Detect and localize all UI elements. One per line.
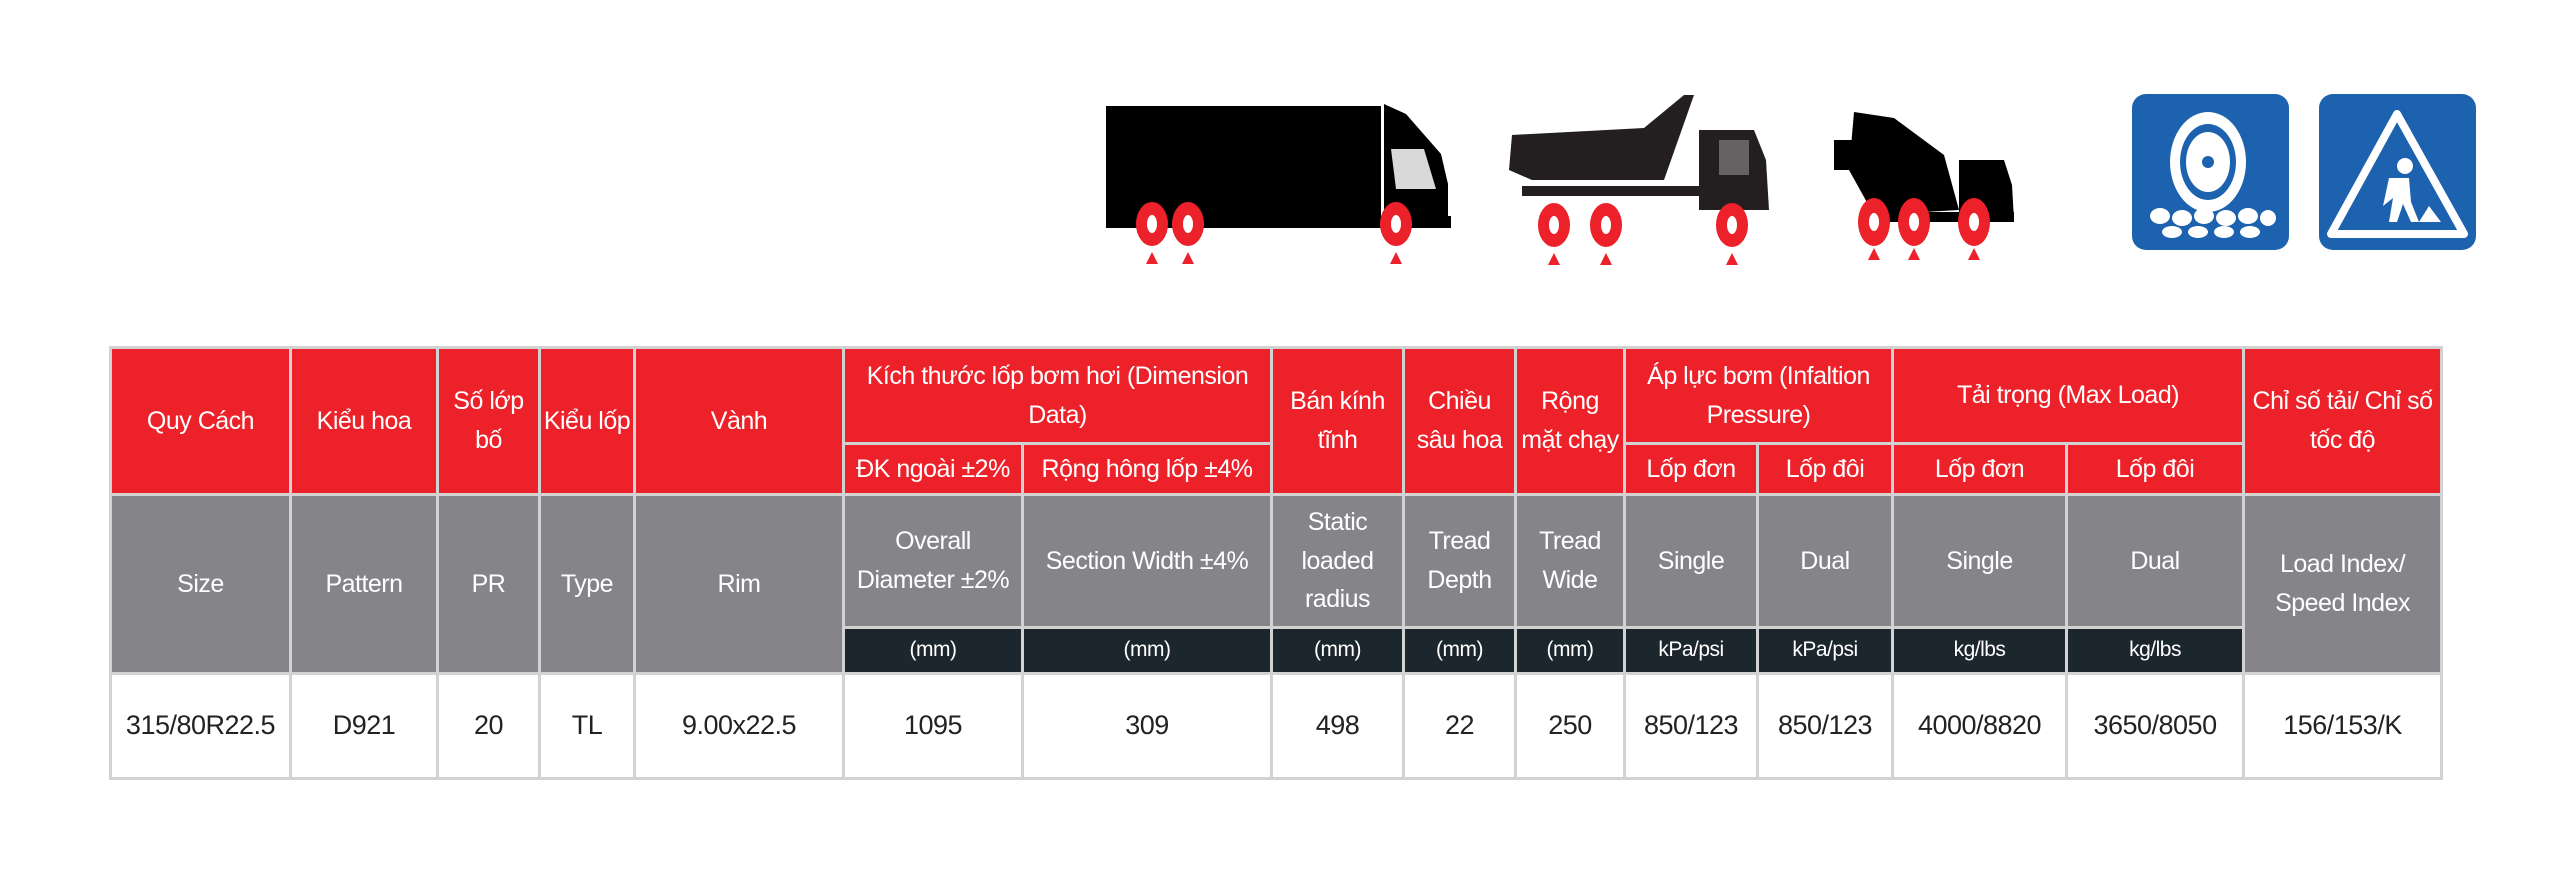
mixer-truck-icon bbox=[1834, 112, 2014, 260]
header-dimension-vi: Kích thước lốp bơm hơi (Dimension Data) bbox=[841, 346, 1274, 445]
header-sw-en: Section Width ±4% bbox=[1020, 493, 1274, 629]
header-pressure-single-en: Single bbox=[1623, 493, 1760, 629]
cell-pr: 20 bbox=[436, 672, 541, 780]
unit-depth: (mm) bbox=[1402, 626, 1518, 675]
unit-od: (mm) bbox=[842, 626, 1024, 675]
header-size-en: Size bbox=[109, 493, 292, 675]
header-pattern-vi: Kiểu hoa bbox=[289, 346, 439, 496]
header-pressure-single-vi: Lốp đơn bbox=[1623, 442, 1760, 496]
header-wide-vi: Rộng mặt chạy bbox=[1514, 346, 1627, 496]
header-size-vi: Quy Cách bbox=[109, 346, 292, 496]
cell-rim: 9.00x22.5 bbox=[633, 672, 845, 780]
cell-depth: 22 bbox=[1402, 672, 1518, 780]
box-truck-icon bbox=[1106, 104, 1451, 264]
cell-index: 156/153/K bbox=[2242, 672, 2444, 780]
unit-wide: (mm) bbox=[1514, 626, 1627, 675]
cell-pattern: D921 bbox=[289, 672, 439, 780]
cell-pressure-dual: 850/123 bbox=[1756, 672, 1895, 780]
header-pr-en: PR bbox=[436, 493, 541, 675]
header-depth-vi: Chiều sâu hoa bbox=[1402, 346, 1518, 496]
cell-load-single: 4000/8820 bbox=[1891, 672, 2069, 780]
cell-load-dual: 3650/8050 bbox=[2065, 672, 2246, 780]
unit-load-dual: kg/lbs bbox=[2065, 626, 2246, 675]
header-od-vi: ĐK ngoài ±2% bbox=[842, 442, 1024, 496]
header-pressure-vi: Áp lực bơm (Infaltion Pressure) bbox=[1623, 346, 1895, 445]
cell-od: 1095 bbox=[842, 672, 1024, 780]
cell-type: TL bbox=[538, 672, 636, 780]
header-pr-vi: Số lớp bố bbox=[436, 346, 541, 496]
road-works-sign-icon bbox=[2319, 94, 2476, 250]
header-rim-vi: Vành bbox=[633, 346, 845, 496]
tire-spec-table: Quy Cách Kiểu hoa Số lớp bố Kiểu lốp Vàn… bbox=[109, 346, 2444, 780]
header-depth-en: Tread Depth bbox=[1402, 493, 1518, 629]
header-load-dual-vi: Lốp đôi bbox=[2065, 442, 2246, 496]
header-load-dual-en: Dual bbox=[2065, 493, 2246, 629]
header-type-en: Type bbox=[538, 493, 636, 675]
header-sw-vi: Rộng hông lốp ±4% bbox=[1020, 442, 1274, 496]
header-type-vi: Kiểu lốp bbox=[538, 346, 636, 496]
header-slr-vi: Bán kính tĩnh bbox=[1270, 346, 1406, 496]
dump-truck-icon bbox=[1509, 95, 1769, 265]
unit-sw: (mm) bbox=[1020, 626, 1274, 675]
unit-load-single: kg/lbs bbox=[1891, 626, 2069, 675]
header-index-vi: Chỉ số tải/ Chỉ số tốc độ bbox=[2242, 346, 2444, 496]
unit-slr: (mm) bbox=[1270, 626, 1406, 675]
header-load-vi: Tải trọng (Max Load) bbox=[1891, 346, 2246, 445]
unit-pressure-dual: kPa/psi bbox=[1756, 626, 1895, 675]
header-load-single-en: Single bbox=[1891, 493, 2069, 629]
header-od-en: Overall Diameter ±2% bbox=[842, 493, 1024, 629]
header-load-single-vi: Lốp đơn bbox=[1891, 442, 2069, 496]
header-pressure-dual-en: Dual bbox=[1756, 493, 1895, 629]
header-rim-en: Rim bbox=[633, 493, 845, 675]
unit-pressure-single: kPa/psi bbox=[1623, 626, 1760, 675]
cell-wide: 250 bbox=[1514, 672, 1627, 780]
cell-slr: 498 bbox=[1270, 672, 1406, 780]
cell-size: 315/80R22.5 bbox=[109, 672, 292, 780]
header-index-en: Load Index/ Speed Index bbox=[2242, 493, 2444, 675]
header-pressure-dual-vi: Lốp đôi bbox=[1756, 442, 1895, 496]
tire-on-rocks-sign-icon bbox=[2132, 94, 2289, 250]
cell-sw: 309 bbox=[1020, 672, 1274, 780]
header-slr-en: Static loaded radius bbox=[1270, 493, 1406, 629]
header-pattern-en: Pattern bbox=[289, 493, 439, 675]
cell-pressure-single: 850/123 bbox=[1623, 672, 1760, 780]
header-wide-en: Tread Wide bbox=[1514, 493, 1627, 629]
table-row: 315/80R22.5 D921 20 TL 9.00x22.5 1095 30… bbox=[109, 672, 2444, 780]
